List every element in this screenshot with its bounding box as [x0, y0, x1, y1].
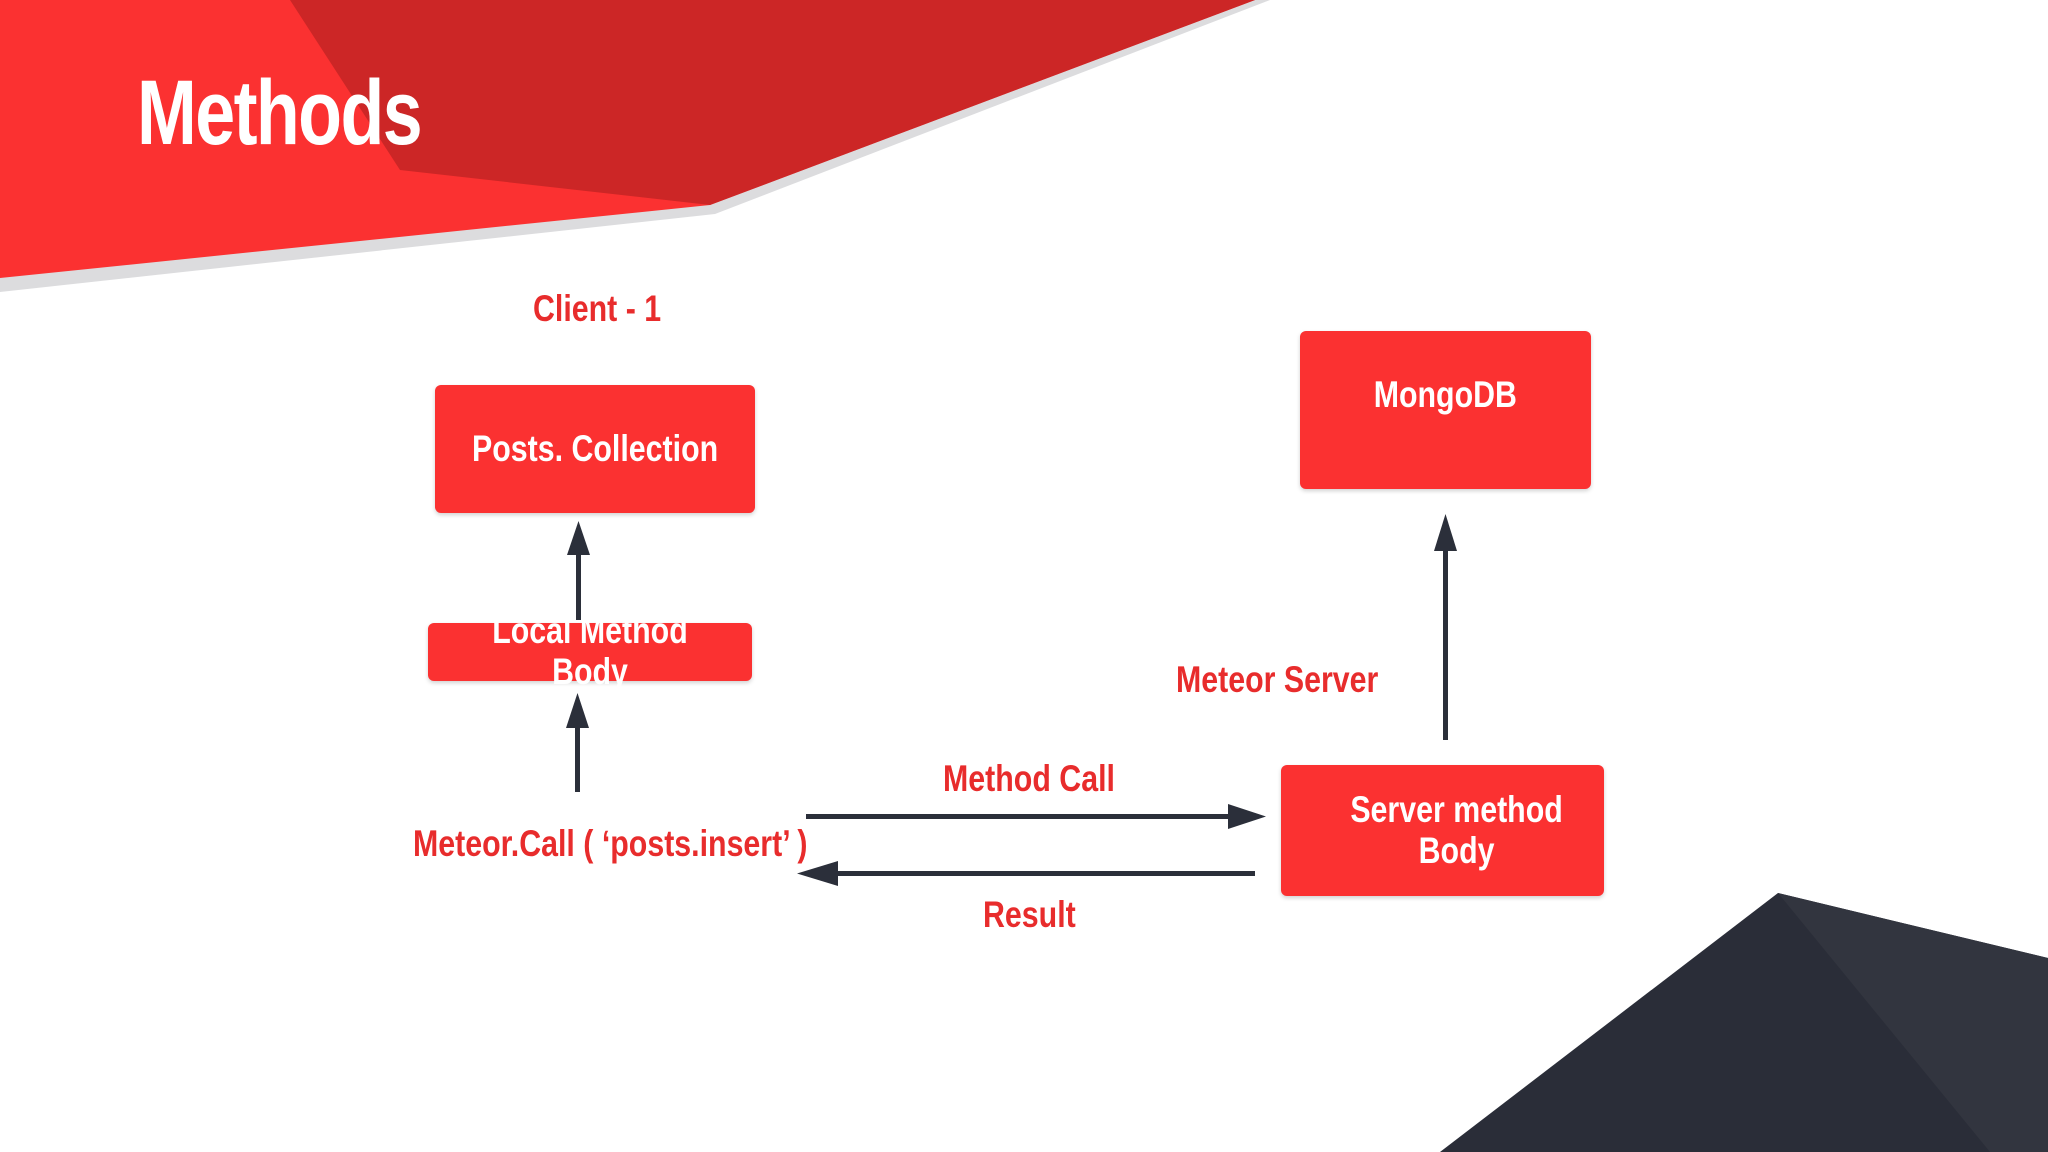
- result-label: Result: [983, 894, 1076, 935]
- mongodb-text: MongoDB: [1373, 374, 1518, 415]
- mongodb-box: MongoDB: [1300, 331, 1591, 489]
- method-call-arrow-head: [1228, 804, 1266, 829]
- method-call-arrow-shaft: [806, 814, 1236, 819]
- arrow-server-to-mongo-head: [1434, 514, 1457, 551]
- local-method-body-box: Local Method Body: [428, 610, 752, 692]
- server-label: Meteor Server: [1176, 659, 1379, 700]
- bottom-right-shape-light: [1778, 893, 2048, 1152]
- result-arrow-shaft: [830, 871, 1255, 876]
- result-arrow-head: [797, 861, 838, 886]
- posts-collection-text: Posts. Collection: [471, 427, 719, 469]
- arrow-local-to-posts-head: [567, 521, 590, 555]
- client-label: Client - 1: [533, 288, 662, 329]
- method-call-label: Method Call: [943, 758, 1115, 799]
- arrow-local-to-posts-shaft: [576, 545, 581, 620]
- top-banner-dark-red: [290, 0, 1255, 205]
- posts-collection-box: Posts. Collection: [435, 385, 755, 513]
- server-method-body-box: Server method Body: [1281, 765, 1604, 896]
- meteor-call-label: Meteor.Call ( ‘posts.insert’ ): [413, 823, 808, 864]
- arrow-call-to-local-head: [566, 693, 589, 728]
- server-method-body-text: Server method Body: [1350, 788, 1563, 871]
- slide-title: Methods: [137, 62, 423, 164]
- arrow-call-to-local-shaft: [575, 718, 580, 792]
- arrow-server-to-mongo-shaft: [1443, 540, 1448, 740]
- local-method-body-text: Local Method Body: [492, 610, 688, 692]
